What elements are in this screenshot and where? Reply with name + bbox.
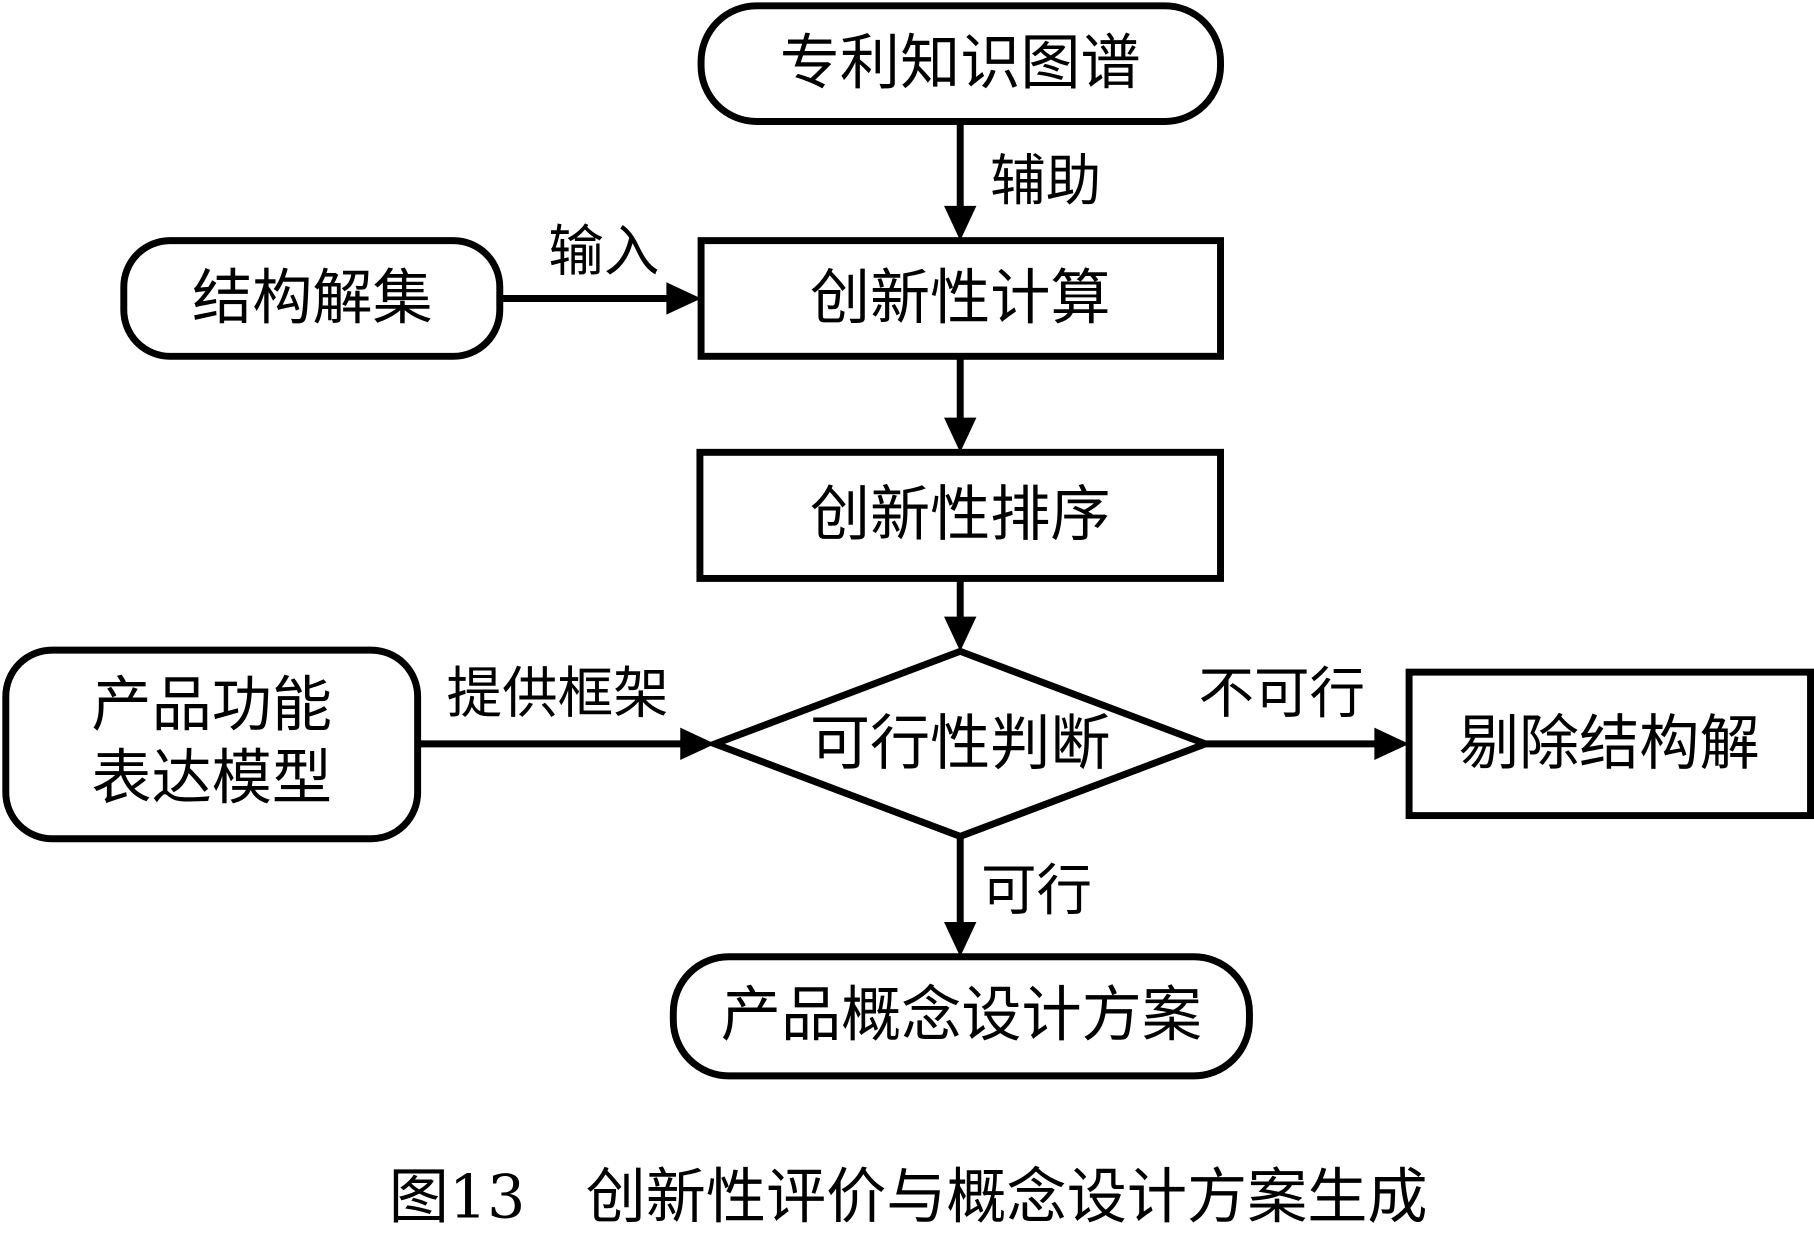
terminator-shape — [669, 953, 1253, 1080]
node-label: 剔除结构解 — [1459, 709, 1760, 779]
node-product-concept-plan: 产品概念设计方案 — [669, 953, 1253, 1080]
arrowhead-icon — [666, 282, 702, 315]
process-shape — [1405, 668, 1814, 820]
process-shape — [697, 237, 1224, 360]
arrowhead-icon — [944, 417, 977, 453]
node-label-line1: 产品功能 — [91, 671, 332, 741]
figure-caption: 图13 创新性评价与概念设计方案生成 — [389, 1162, 1428, 1232]
edge-calc-to-rank — [944, 356, 977, 453]
arrowhead-icon — [944, 205, 977, 241]
arrowhead-icon — [1374, 727, 1410, 761]
edge-label: 提供框架 — [447, 662, 669, 727]
node-patent-knowledge-graph: 专利知识图谱 — [697, 2, 1224, 125]
edge-kg-to-calc: 辅助 — [944, 121, 1101, 241]
node-label: 专利知识图谱 — [780, 29, 1141, 99]
node-innovation-ranking: 创新性排序 — [696, 448, 1224, 582]
edge-feasibility-to-remove: 不可行 — [1199, 662, 1410, 761]
edge-label: 输入 — [548, 220, 659, 285]
edge-label: 辅助 — [990, 149, 1101, 214]
edge-set-to-calc: 输入 — [499, 220, 702, 315]
edge-rank-to-feasibility — [944, 578, 977, 652]
arrowhead-icon — [944, 922, 977, 957]
node-label: 产品概念设计方案 — [721, 981, 1202, 1051]
node-label: 创新性排序 — [810, 480, 1111, 550]
arrowhead-icon — [680, 727, 715, 761]
node-label: 可行性判断 — [810, 709, 1111, 779]
node-remove-structure-solution: 剔除结构解 — [1405, 668, 1814, 820]
edge-feasibility-to-plan: 可行 — [944, 836, 1092, 957]
node-label-line2: 表达模型 — [91, 744, 332, 814]
edge-label: 可行 — [981, 858, 1092, 923]
node-product-function-model: 产品功能 表达模型 — [2, 646, 422, 843]
node-innovation-calculation: 创新性计算 — [697, 237, 1224, 360]
node-label: 创新性计算 — [810, 263, 1111, 333]
edge-label: 不可行 — [1199, 662, 1366, 727]
node-feasibility-decision: 可行性判断 — [705, 647, 1216, 841]
node-label: 结构解集 — [192, 263, 433, 333]
node-structure-solution-set: 结构解集 — [120, 237, 504, 360]
edge-model-to-feasibility: 提供框架 — [417, 662, 715, 761]
arrowhead-icon — [944, 616, 977, 652]
